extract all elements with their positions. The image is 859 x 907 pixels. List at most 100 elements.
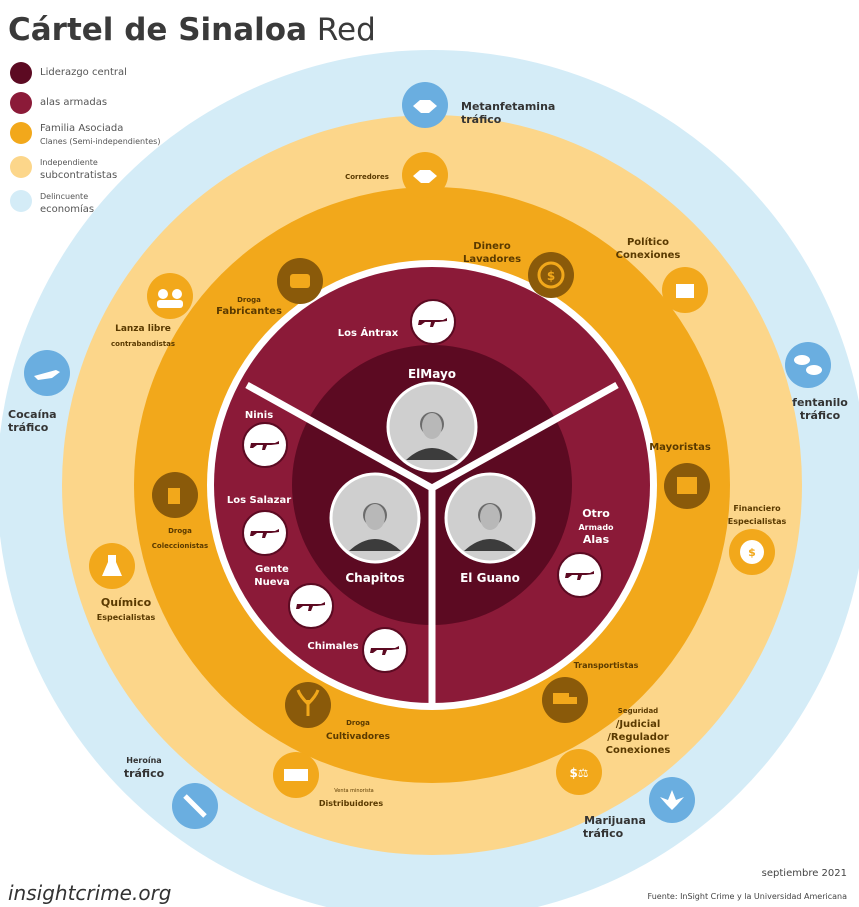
leader-el-guano: El Guano [444,472,536,585]
node-label: tráfico [583,827,624,840]
people-icon [158,289,168,299]
armed-wing-otro: Otro Armado Alas [557,507,614,598]
leader-label: ElMayo [408,367,456,381]
node-seguridad: $⚖ Seguridad /Judicial /Regulador Conexi… [556,707,670,795]
cash-icon [284,769,308,781]
podium-icon [676,284,694,298]
wing-label: Los Ántrax [338,326,399,339]
node-label: Distribuidores [319,799,383,808]
node-lanza-libre: Lanza libre contrabandistas [111,273,193,348]
node-heroina: Heroína tráfico [124,756,218,829]
footer-source: Fuente: InSight Crime y la Universidad A… [647,892,847,901]
node-label: Metanfetamina [461,100,555,113]
node-metanfetamina: Metanfetamina tráfico [402,82,555,128]
money-cycle-icon [537,261,565,289]
handshake-icon [413,100,437,113]
node-marijuana: Marijuana tráfico [583,777,695,840]
node-label: Fabricantes [216,306,282,317]
node-label: tráfico [800,409,841,422]
node-label: Especialistas [97,613,156,622]
node-label: Cultivadores [326,732,390,742]
wing-label: Ninis [245,410,273,421]
wing-label: Nueva [254,577,290,588]
legend-label: alas armadas [40,97,108,108]
legend-swatch [10,62,32,84]
coin-icon [740,540,764,564]
node-cocaina: Cocaína tráfico [8,350,70,434]
node-label: Lavadores [463,254,521,265]
node-label: /Judicial [616,719,661,730]
cannabis-icon [660,790,684,810]
node-lavadores: $ Dinero Lavadores [463,241,574,298]
plant-icon [296,689,320,716]
legend-label: Liderazgo central [40,67,127,78]
leader-label: El Guano [460,571,520,585]
node-label: tráfico [8,421,49,434]
legend-item-liderazgo: Liderazgo central [10,62,127,84]
legend-swatch [10,156,32,178]
legend-swatch [10,190,32,212]
legend-swatch [10,122,32,144]
armed-wing-los-antrax: Los Ántrax [338,299,456,345]
node-label: /Regulador [607,732,669,743]
legend-swatch [10,92,32,114]
divider-line [245,381,434,492]
node-label: Especialistas [728,517,787,526]
drug-bags-icon [290,274,310,288]
leader-elmayo: ElMayo [386,367,478,473]
node-label: Droga [346,719,370,727]
node-fabricantes: Droga Fabricantes [216,258,323,317]
node-corredores: Corredores [345,152,448,198]
node-label: Heroína [126,756,161,765]
svg-text:$: $ [748,546,756,559]
node-label: fentanilo [792,396,848,409]
footer-date: septiembre 2021 [761,868,847,879]
plane-icon [34,370,60,380]
node-label: Coleccionistas [152,542,208,550]
box-icon [677,477,697,494]
node-label: Conexiones [606,745,671,756]
flask-icon [102,555,122,576]
handshake-icon [413,170,437,183]
node-transportistas: Transportistas [542,661,639,723]
truck-icon [553,693,569,704]
node-label: Financiero [733,504,781,513]
node-fentanilo: fentanilo tráfico [785,342,848,422]
node-label: tráfico [124,767,165,780]
wing-label: Los Salazar [227,495,291,506]
node-label: tráfico [461,113,502,126]
wing-label: Gente [255,564,289,575]
node-label: Químico [101,596,152,609]
node-label: Conexiones [616,250,681,261]
node-label: Droga [237,296,261,304]
wing-label: Armado [578,523,614,532]
node-label: Cocaína [8,408,57,421]
armed-wing-chimales: Chimales [307,627,408,673]
node-label: Lanza libre [115,324,171,334]
node-label: Corredores [345,173,389,181]
node-label: Venta minorista [334,788,373,794]
leader-chapitos: Chapitos [329,472,421,585]
legend-item-alas: alas armadas [10,92,107,114]
node-label: Droga [168,527,192,535]
leader-label: Chapitos [345,571,404,585]
node-financiero: $ Financiero Especialistas [728,504,787,575]
node-quimico: Químico Especialistas [89,543,155,622]
wing-label: Alas [583,533,610,546]
node-politico: Político Conexiones [616,236,708,313]
node-cultivadores: Droga Cultivadores [285,682,390,742]
pills-icon [794,355,810,365]
page-title: Cártel de Sinaloa Red [8,12,376,48]
scales-icon: $⚖ [569,766,588,780]
syringe-icon [183,794,207,818]
armed-wing-los-salazar: Los Salazar [227,495,291,556]
node-label: Marijuana [584,814,646,827]
